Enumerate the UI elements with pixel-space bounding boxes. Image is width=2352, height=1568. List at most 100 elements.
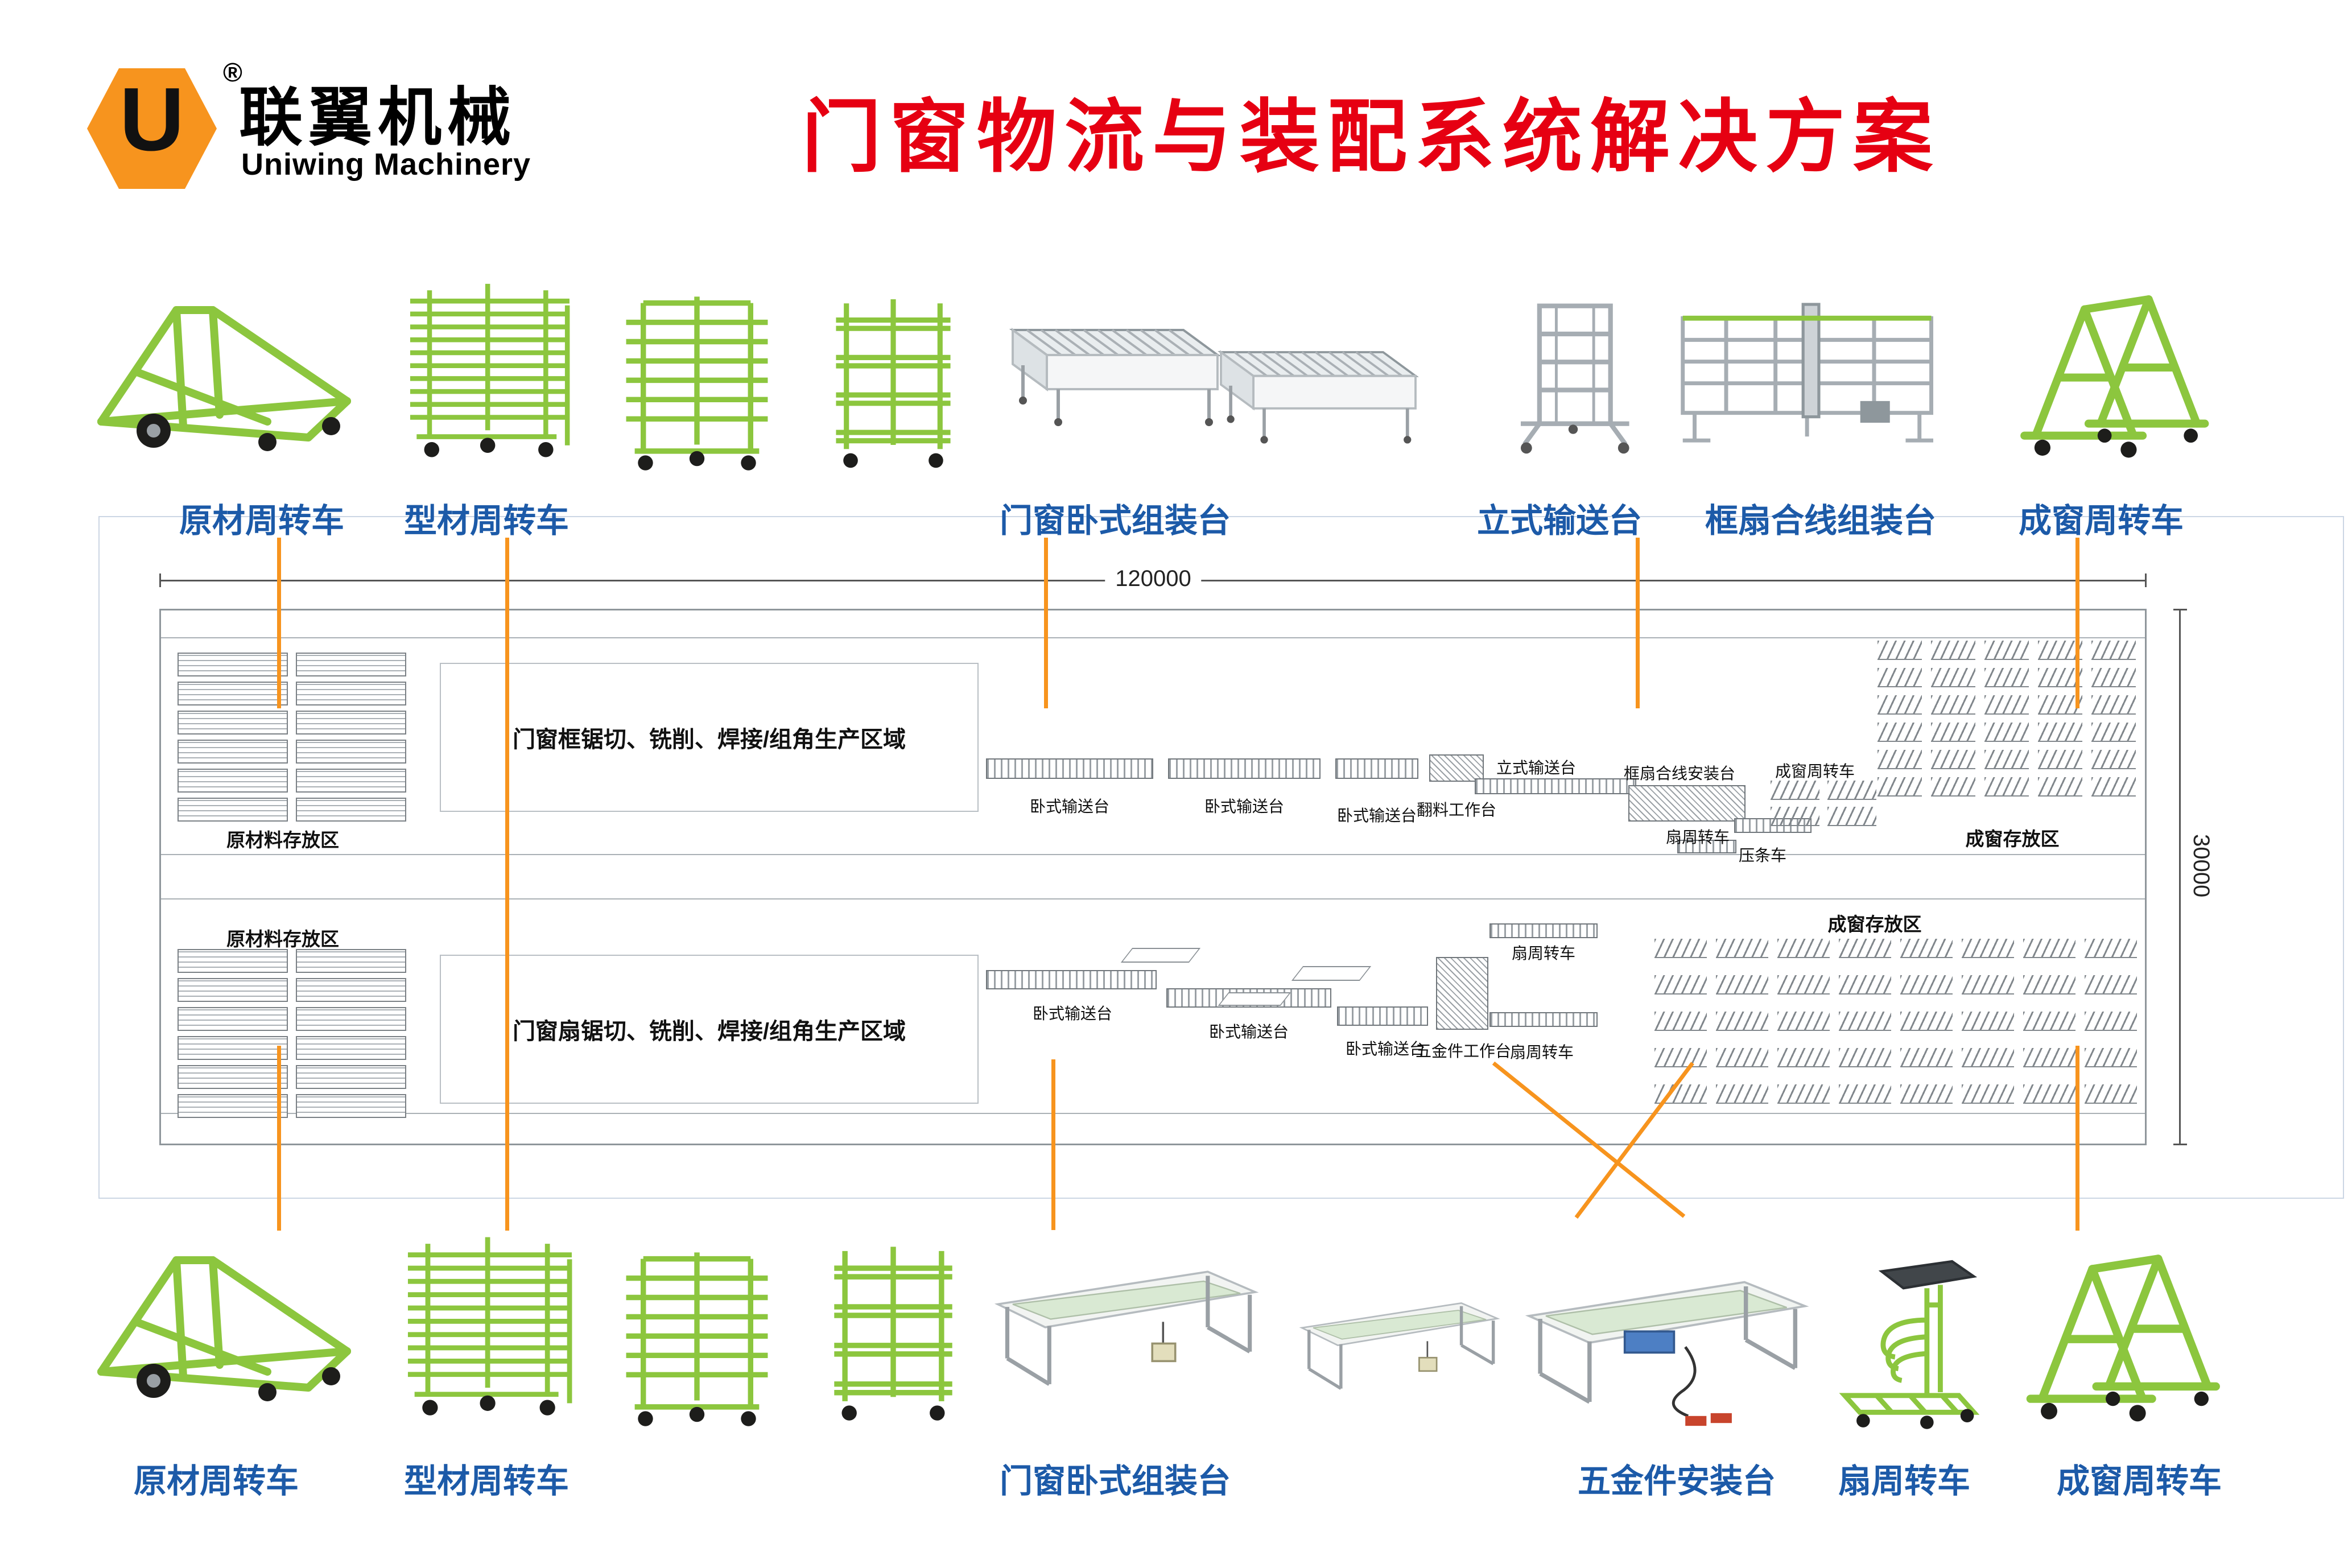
cart-glyph bbox=[1777, 975, 1830, 995]
rack-cell bbox=[296, 1065, 406, 1089]
bead-cart-label: 压条车 bbox=[1738, 847, 1787, 864]
rack-cell bbox=[178, 1094, 288, 1118]
cart-glyph bbox=[1931, 668, 1975, 687]
shelf-cart-image-bottom bbox=[819, 1240, 967, 1428]
plan-divider-line bbox=[161, 854, 2145, 855]
raw-material-cart-image-bottom bbox=[85, 1237, 358, 1408]
plan-divider-line bbox=[161, 898, 2145, 899]
label-sash-cart-bottom: 扇周转车 bbox=[1838, 1463, 1971, 1500]
cart-glyph bbox=[1931, 695, 1975, 715]
rack-cell bbox=[178, 949, 288, 973]
cart-glyph bbox=[2085, 1012, 2137, 1031]
cart-glyph bbox=[1654, 1048, 1707, 1067]
rack-cell bbox=[178, 978, 288, 1002]
logo-hexagon-icon bbox=[87, 68, 217, 189]
cart-glyph bbox=[2091, 750, 2136, 769]
cart-glyph bbox=[2091, 641, 2136, 660]
cart-glyph bbox=[1900, 975, 1953, 995]
sash-piece-glyph bbox=[1291, 966, 1372, 981]
cart-glyph bbox=[2023, 1012, 2075, 1031]
conveyor-strip bbox=[986, 758, 1153, 779]
sash-cart-unit-2 bbox=[1489, 1012, 1598, 1027]
profile-cart-image-top bbox=[387, 273, 592, 472]
label-frame-sash-assembly-table-top: 框扇合线组装台 bbox=[1705, 502, 1937, 539]
hardware-worktable-unit bbox=[1436, 957, 1488, 1030]
cart-glyph bbox=[1962, 939, 2014, 958]
cart-glyph bbox=[1878, 641, 1922, 660]
connector-finished-cart-top bbox=[2075, 538, 2079, 708]
vertical-conveyor-unit bbox=[1475, 778, 1636, 794]
label-raw-material-cart-top: 原材周转车 bbox=[179, 502, 345, 539]
bead-cart-unit bbox=[1677, 840, 1736, 853]
raw-material-rack-column bbox=[178, 949, 288, 1118]
conveyor-label: 卧式输送台 bbox=[1336, 807, 1417, 824]
frame-production-area: 门窗框锯切、铣削、焊接/组角生产区域 bbox=[440, 663, 979, 812]
cart-glyph bbox=[1962, 1048, 2014, 1067]
cart-glyph bbox=[2023, 1048, 2075, 1067]
sash-cart-plan-label-1: 扇周转车 bbox=[1511, 944, 1576, 962]
horizontal-assembly-table-image-top bbox=[990, 296, 1445, 467]
cart-glyph bbox=[1654, 939, 1707, 958]
cart-glyph bbox=[2038, 695, 2082, 715]
cart-glyph bbox=[1878, 750, 1922, 769]
cart-glyph bbox=[1878, 668, 1922, 687]
vertical-conveyor-image-top bbox=[1508, 284, 1639, 472]
cart-glyph bbox=[1777, 1012, 1830, 1031]
finished-window-cart-image-bottom bbox=[2014, 1240, 2230, 1434]
cart-glyph bbox=[1839, 975, 1891, 995]
sash-piece-glyph bbox=[1120, 948, 1201, 963]
cart-glyph bbox=[1771, 781, 1819, 800]
cart-glyph bbox=[2085, 1048, 2137, 1067]
cart-glyph bbox=[2023, 939, 2075, 958]
logo-letter: U bbox=[119, 69, 185, 170]
rack-cell bbox=[178, 798, 288, 822]
finished-window-storage-top bbox=[1878, 641, 2136, 797]
cart-glyph bbox=[2091, 668, 2136, 687]
raw-storage-label-bottom: 原材料存放区 bbox=[226, 929, 339, 950]
cart-glyph bbox=[1839, 1084, 1891, 1104]
sash-cart-plan-label-2: 扇周转车 bbox=[1509, 1043, 1574, 1061]
rack-cell bbox=[296, 769, 406, 793]
cart-glyph bbox=[1984, 695, 2029, 715]
conveyor-label: 卧式输送台 bbox=[1345, 1040, 1426, 1058]
finished-storage-label-bottom: 成窗存放区 bbox=[1827, 914, 1922, 935]
flip-worktable-label: 翻料工作台 bbox=[1416, 801, 1497, 819]
cart-glyph bbox=[2091, 777, 2136, 797]
frame-sash-assembly-machine-image-top bbox=[1667, 284, 1963, 472]
frame-sash-install-label: 框扇合线安装台 bbox=[1623, 765, 1736, 782]
conveyor-label: 卧式输送台 bbox=[1208, 1023, 1289, 1041]
cart-glyph bbox=[2038, 777, 2082, 797]
frame-sash-install-unit bbox=[1628, 785, 1746, 822]
rack-cell bbox=[178, 1065, 288, 1089]
floorplan-outer-frame bbox=[98, 516, 2344, 1199]
cart-glyph bbox=[1931, 750, 1975, 769]
cart-glyph bbox=[1878, 695, 1922, 715]
cart-glyph bbox=[1839, 939, 1891, 958]
cart-glyph bbox=[1839, 1048, 1891, 1067]
rack-cell bbox=[296, 798, 406, 822]
brand-name-cn: 联翼机械 bbox=[239, 82, 517, 153]
dim-tick bbox=[2173, 609, 2187, 610]
sash-piece-glyph bbox=[1218, 992, 1291, 1006]
label-profile-cart-bottom: 型材周转车 bbox=[403, 1463, 570, 1500]
cart-glyph bbox=[1654, 1012, 1707, 1031]
conveyor-label: 卧式输送台 bbox=[1204, 798, 1285, 815]
raw-material-cart-image-top bbox=[85, 287, 358, 458]
finished-window-cart-image-top bbox=[2008, 279, 2219, 472]
sash-production-area-label: 门窗扇锯切、铣削、焊接/组角生产区域 bbox=[512, 1019, 906, 1044]
raw-material-rack-column bbox=[296, 653, 406, 822]
cart-glyph bbox=[1984, 723, 2029, 742]
rack-cell bbox=[178, 769, 288, 793]
rack-cell bbox=[296, 682, 406, 705]
dimension-height-label: 30000 bbox=[2188, 826, 2214, 906]
profile-cart-image-bottom bbox=[387, 1226, 592, 1431]
cart-glyph bbox=[1777, 1084, 1830, 1104]
cart-glyph bbox=[1771, 807, 1819, 826]
rack-cell bbox=[178, 1007, 288, 1031]
cart-glyph bbox=[2091, 695, 2136, 715]
registered-mark: ® bbox=[223, 57, 242, 87]
cart-glyph bbox=[1984, 777, 2029, 797]
raw-storage-label-top: 原材料存放区 bbox=[226, 830, 339, 851]
cart-glyph bbox=[2023, 975, 2075, 995]
dimension-width-label: 120000 bbox=[1105, 566, 1202, 592]
